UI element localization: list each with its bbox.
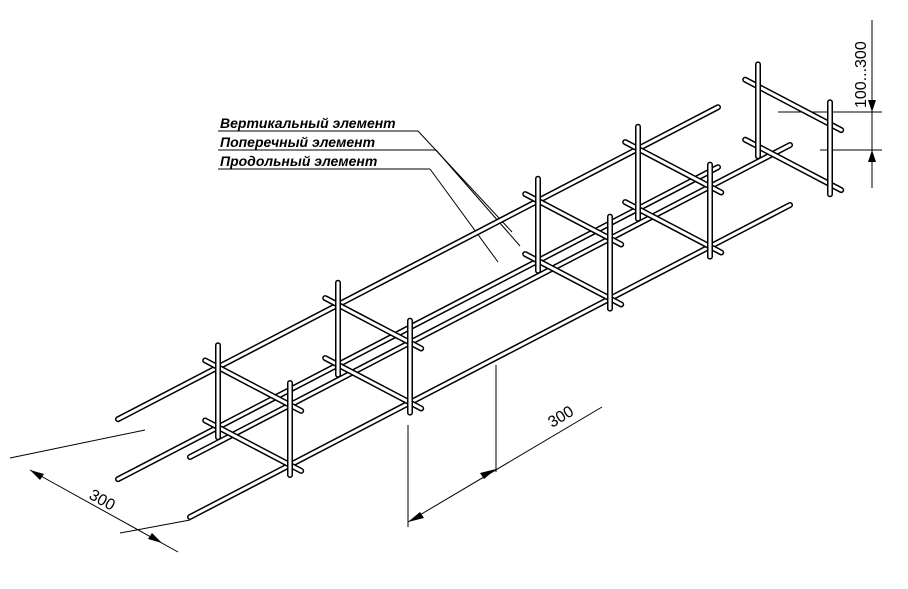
dimension-lines bbox=[9, 20, 882, 553]
spacing-arrow-left bbox=[408, 512, 424, 522]
spacing-dimension-line bbox=[407, 406, 603, 523]
transverse-rod-bottom-5 bbox=[742, 136, 845, 194]
transverse-rod-top-1 bbox=[202, 357, 305, 414]
width-extension-line-bottom bbox=[119, 519, 191, 534]
spacing-arrow-right bbox=[480, 469, 496, 479]
longitudinal-rod-back-bottom bbox=[115, 164, 721, 483]
transverse-rod-top-2 bbox=[322, 295, 425, 352]
height-arrow-bottom bbox=[868, 150, 876, 162]
transverse-rod-bottom-2 bbox=[322, 355, 425, 412]
dimension-spacing-label: 300 bbox=[545, 403, 577, 431]
callout-longitudinal-element: Продольный элемент bbox=[220, 153, 377, 169]
width-arrow-bottom bbox=[148, 533, 162, 543]
transverse-rod-top-4 bbox=[622, 139, 725, 196]
longitudinal-rod-back-top bbox=[115, 104, 721, 423]
transverse-rod-top-5 bbox=[742, 76, 845, 134]
transverse-rod-bottom-1 bbox=[202, 417, 305, 474]
dimension-height-label: 100...300 bbox=[853, 41, 870, 108]
leader-transverse bbox=[435, 149, 521, 247]
height-arrow-top bbox=[868, 100, 876, 112]
callout-transverse-element: Поперечный элемент bbox=[220, 134, 375, 150]
rebar-rods bbox=[115, 61, 845, 520]
leader-vertical bbox=[417, 130, 513, 233]
leader-lines bbox=[218, 130, 521, 263]
longitudinal-rod-front-top bbox=[187, 142, 793, 460]
leader-longitudinal bbox=[429, 168, 499, 263]
transverse-rod-bottom-3 bbox=[522, 251, 625, 308]
callout-vertical-element: Вертикальный элемент bbox=[220, 115, 396, 131]
transverse-rod-top-3 bbox=[522, 191, 625, 248]
transverse-rod-bottom-4 bbox=[622, 199, 725, 256]
width-extension-line-top bbox=[9, 429, 146, 459]
width-arrow-top bbox=[30, 470, 44, 480]
